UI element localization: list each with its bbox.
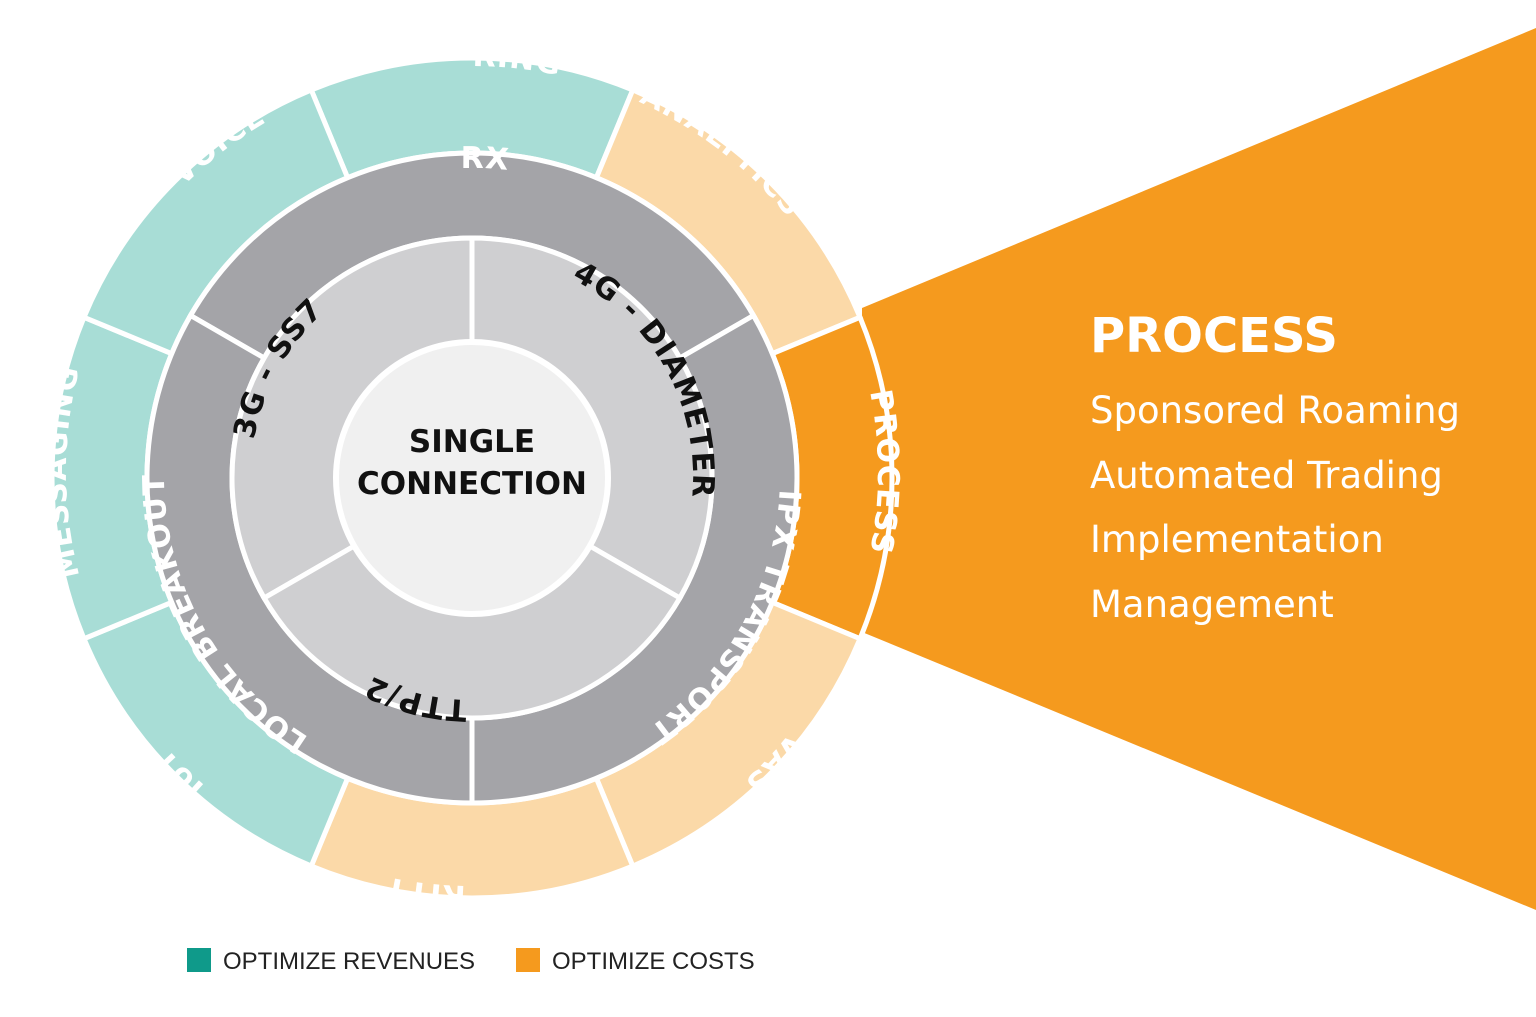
legend-swatch-revenues — [187, 948, 211, 972]
panel-item-sponsored-roaming: Sponsored Roaming — [1090, 389, 1460, 432]
center-label-line2: CONNECTION — [357, 466, 587, 502]
legend-label-costs: OPTIMIZE COSTS — [552, 948, 755, 975]
outer-label-clearing: CLEARING — [0, 0, 565, 83]
process-detail-panel-bg — [862, 28, 1536, 910]
panel-item-management: Management — [1090, 583, 1334, 626]
inner-ring — [229, 235, 715, 721]
legend-label-revenues: OPTIMIZE REVENUES — [223, 948, 475, 975]
legend-swatch-costs — [516, 948, 540, 972]
panel-title: PROCESS — [1090, 308, 1338, 364]
center-label-line1: SINGLE — [409, 424, 535, 460]
center-hub — [333, 339, 611, 617]
panel-item-implementation: Implementation — [1090, 518, 1384, 561]
panel-item-automated-trading: Automated Trading — [1090, 454, 1443, 497]
